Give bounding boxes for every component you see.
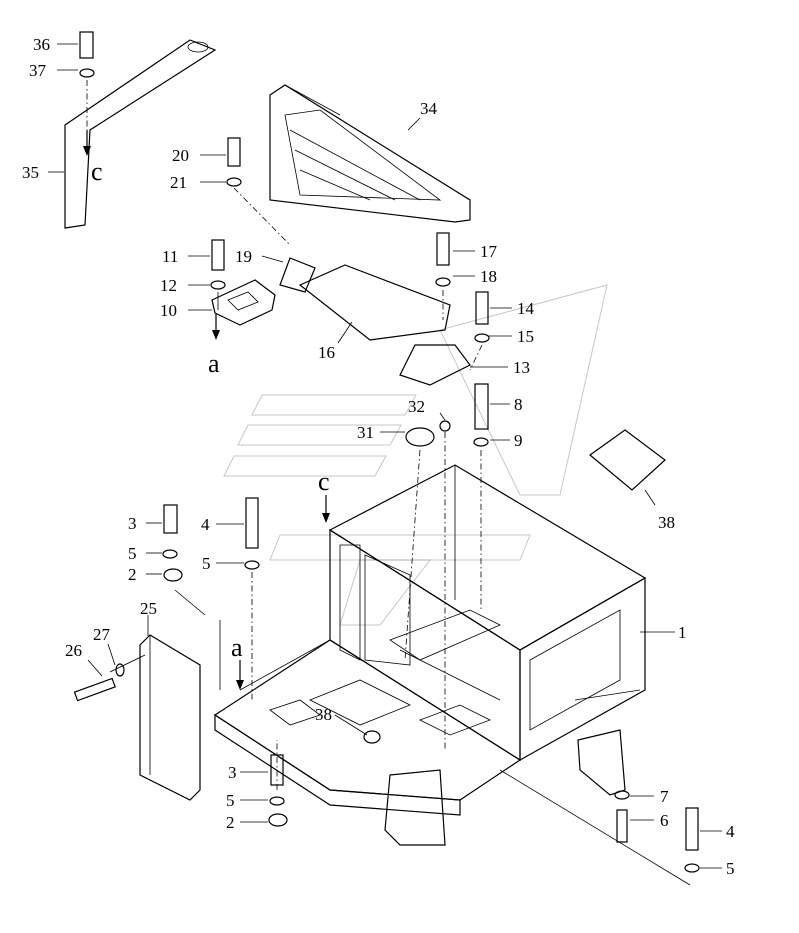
callout-3-upper: 3 xyxy=(128,514,137,533)
fasteners xyxy=(73,31,700,873)
callout-3-lower: 3 xyxy=(228,763,237,782)
view-markers: c a c a xyxy=(91,157,330,662)
callout-26: 26 xyxy=(65,641,82,660)
part-16-plate xyxy=(279,257,451,341)
watermark-logo xyxy=(223,284,608,626)
callout-8: 8 xyxy=(514,395,523,414)
callout-5-upper: 5 xyxy=(202,554,211,573)
callout-17: 17 xyxy=(480,242,498,261)
callout-13: 13 xyxy=(513,358,530,377)
callout-1: 1 xyxy=(678,623,687,642)
part-38-plug xyxy=(363,730,381,744)
callout-7: 7 xyxy=(660,787,669,806)
callout-4-upper: 4 xyxy=(201,515,210,534)
part-35-bracket xyxy=(64,39,217,229)
callout-9: 9 xyxy=(514,431,523,450)
callout-19: 19 xyxy=(235,247,252,266)
callout-10: 10 xyxy=(160,301,177,320)
view-arrows xyxy=(83,130,330,690)
callout-leaders xyxy=(48,43,722,869)
callout-6: 6 xyxy=(660,811,669,830)
callout-11: 11 xyxy=(162,247,178,266)
callout-35: 35 xyxy=(22,163,39,182)
view-marker-c-frame: c xyxy=(318,467,330,496)
part-34-cover xyxy=(269,84,471,223)
callout-31: 31 xyxy=(357,423,374,442)
part-10-cover xyxy=(211,279,276,326)
callout-36: 36 xyxy=(33,35,50,54)
view-marker-a-frame: a xyxy=(231,633,243,662)
callout-2-upper: 2 xyxy=(128,565,137,584)
callout-5-lower: 5 xyxy=(226,791,235,810)
callout-37: 37 xyxy=(29,61,47,80)
view-marker-a-top: a xyxy=(208,349,220,378)
callout-21: 21 xyxy=(170,173,187,192)
callout-4-lower: 4 xyxy=(726,822,735,841)
view-marker-c-left: c xyxy=(91,157,103,186)
callout-38-lower: 38 xyxy=(315,705,332,724)
callout-18: 18 xyxy=(480,267,497,286)
part-13-bracket xyxy=(399,344,471,386)
part-25-pad xyxy=(139,634,201,801)
callout-20: 20 xyxy=(172,146,189,165)
leader-lines xyxy=(86,80,691,886)
callout-5-upper-left: 5 xyxy=(128,544,137,563)
callout-27: 27 xyxy=(93,625,111,644)
callout-14: 14 xyxy=(517,299,535,318)
part-38-plate xyxy=(589,429,666,491)
callout-25: 25 xyxy=(140,599,157,618)
callout-15: 15 xyxy=(517,327,534,346)
callout-32: 32 xyxy=(408,397,425,416)
callout-labels: 36 37 35 20 21 11 12 10 19 16 34 17 18 1… xyxy=(22,35,735,878)
callout-38-right: 38 xyxy=(658,513,675,532)
callout-2-lower: 2 xyxy=(226,813,235,832)
callout-12: 12 xyxy=(160,276,177,295)
part-31-cap xyxy=(405,420,451,447)
callout-16: 16 xyxy=(318,343,335,362)
callout-5-lower-right: 5 xyxy=(726,859,735,878)
cab-frame xyxy=(213,464,647,846)
callout-34: 34 xyxy=(420,99,438,118)
